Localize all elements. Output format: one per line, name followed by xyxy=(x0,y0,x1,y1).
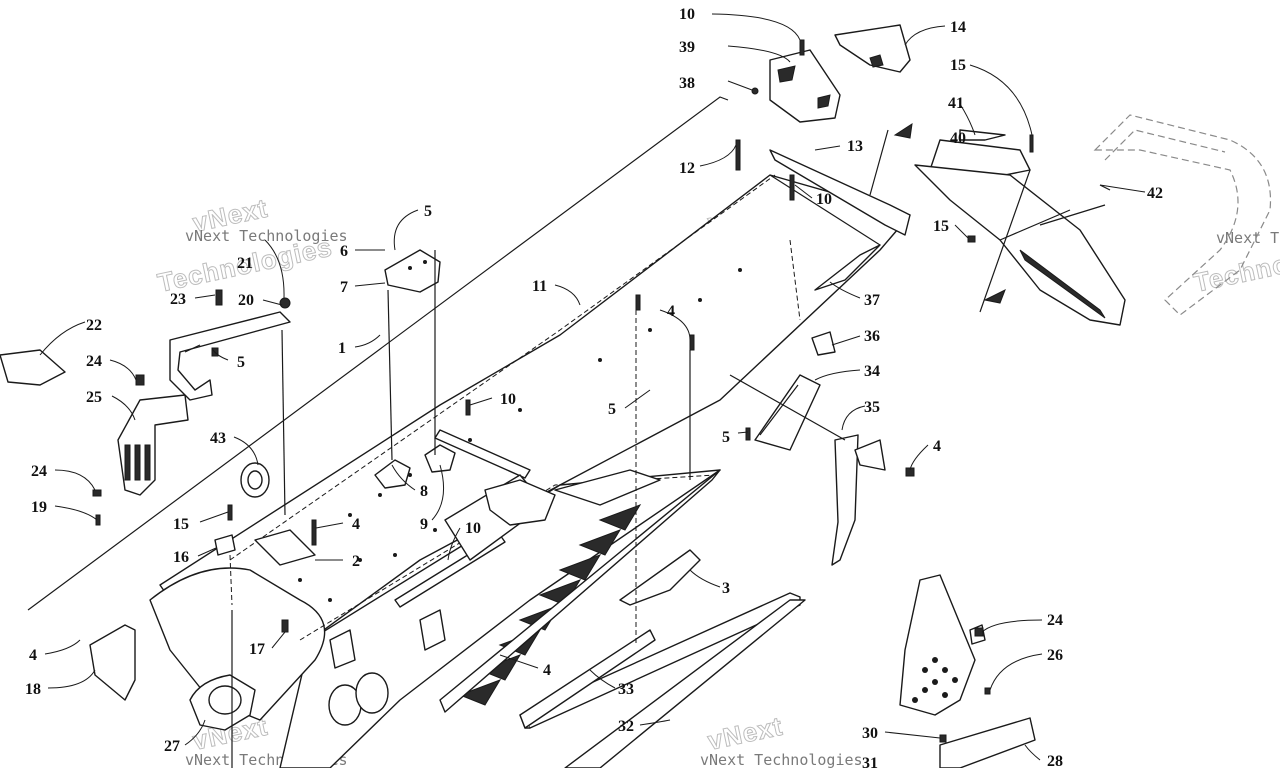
callout-11: 11 xyxy=(532,278,547,295)
callout-24: 24 xyxy=(1047,612,1063,629)
bracket-part-39 xyxy=(769,49,841,123)
callout-7: 7 xyxy=(340,279,348,296)
flap-part-22 xyxy=(0,349,66,386)
cover-part-14 xyxy=(834,24,911,73)
callout-19: 19 xyxy=(31,499,47,516)
watermark-text: vNext Technologies xyxy=(700,751,863,768)
callout-6: 6 xyxy=(340,243,348,260)
bracket-part-3 xyxy=(619,549,701,606)
callout-4: 4 xyxy=(933,438,941,455)
running-board-rail xyxy=(519,592,806,768)
tunnel-holes xyxy=(298,268,742,602)
callout-16: 16 xyxy=(173,549,189,566)
callout-17: 17 xyxy=(249,641,265,658)
bracket-part-7 xyxy=(384,249,441,293)
callout-4: 4 xyxy=(543,662,551,679)
footrest-assembly xyxy=(899,574,1036,768)
callout-10: 10 xyxy=(465,520,481,537)
clip-part-36 xyxy=(811,331,836,356)
rear-bracket-13 xyxy=(769,149,911,236)
fasteners xyxy=(92,39,1034,743)
callout-8: 8 xyxy=(420,483,428,500)
flap-assembly-40 xyxy=(914,129,1126,326)
callout-27: 27 xyxy=(164,738,180,755)
bracket-part-34 xyxy=(754,374,821,451)
callout-20: 20 xyxy=(238,292,254,309)
plates-8-9 xyxy=(374,444,456,489)
callout-5: 5 xyxy=(237,354,245,371)
callout-3: 3 xyxy=(722,580,730,597)
callout-34: 34 xyxy=(864,363,880,380)
callout-10: 10 xyxy=(816,191,832,208)
callout-10: 10 xyxy=(500,391,516,408)
watermark-text: vNext Technologies xyxy=(1216,229,1280,247)
plate-part-27 xyxy=(189,674,256,731)
callout-5: 5 xyxy=(424,203,432,220)
callout-4: 4 xyxy=(29,647,37,664)
callout-28: 28 xyxy=(1047,753,1063,768)
footrest-holes xyxy=(912,657,958,703)
shield-part-2 xyxy=(254,529,316,566)
callout-30: 30 xyxy=(862,725,878,742)
callout-4: 4 xyxy=(667,303,675,320)
clip-part-16 xyxy=(214,534,236,556)
callout-31: 31 xyxy=(862,755,878,768)
callout-38: 38 xyxy=(679,75,695,92)
callout-39: 39 xyxy=(679,39,695,56)
windshield-outline xyxy=(1093,114,1272,316)
callout-5: 5 xyxy=(608,401,616,418)
callout-35: 35 xyxy=(864,399,880,416)
callout-9: 9 xyxy=(420,516,428,533)
bracket-part-25 xyxy=(117,394,189,496)
callout-40: 40 xyxy=(950,130,966,147)
callout-33: 33 xyxy=(618,681,634,698)
callout-24: 24 xyxy=(31,463,47,480)
callout-22: 22 xyxy=(86,317,102,334)
bumper-part-35 xyxy=(831,434,886,566)
leader-lines xyxy=(39,13,1146,768)
callout-18: 18 xyxy=(25,681,41,698)
callout-21: 21 xyxy=(237,255,253,272)
callout-26: 26 xyxy=(1047,647,1063,664)
callout-labels: 10 39 38 14 15 41 40 12 13 10 42 15 5 6 … xyxy=(25,6,1163,768)
callout-4: 4 xyxy=(352,516,360,533)
callout-42: 42 xyxy=(1147,185,1163,202)
view-arrows xyxy=(869,122,1031,313)
callout-15: 15 xyxy=(173,516,189,533)
callout-10: 10 xyxy=(679,6,695,23)
callout-13: 13 xyxy=(847,138,863,155)
callout-41: 41 xyxy=(948,95,964,112)
callout-36: 36 xyxy=(864,328,880,345)
callout-5: 5 xyxy=(722,429,730,446)
callout-25: 25 xyxy=(86,389,102,406)
bracket-part-18 xyxy=(89,624,136,701)
callout-15: 15 xyxy=(950,57,966,74)
callout-2: 2 xyxy=(352,553,360,570)
callout-12: 12 xyxy=(679,160,695,177)
watermark-text: vNext Technologies xyxy=(185,227,348,245)
callout-24: 24 xyxy=(86,353,102,370)
callout-23: 23 xyxy=(170,291,186,308)
callout-14: 14 xyxy=(950,19,966,36)
callout-1: 1 xyxy=(338,340,346,357)
grommet-part-43 xyxy=(240,462,270,498)
callout-32: 32 xyxy=(618,718,634,735)
tunnel-part xyxy=(27,96,911,768)
watermark-line1: vNext xyxy=(705,711,785,756)
callout-43: 43 xyxy=(210,430,226,447)
handle-part-20 xyxy=(169,311,291,401)
brace-part-37 xyxy=(814,244,881,291)
callout-15: 15 xyxy=(933,218,949,235)
callout-37: 37 xyxy=(864,292,880,309)
